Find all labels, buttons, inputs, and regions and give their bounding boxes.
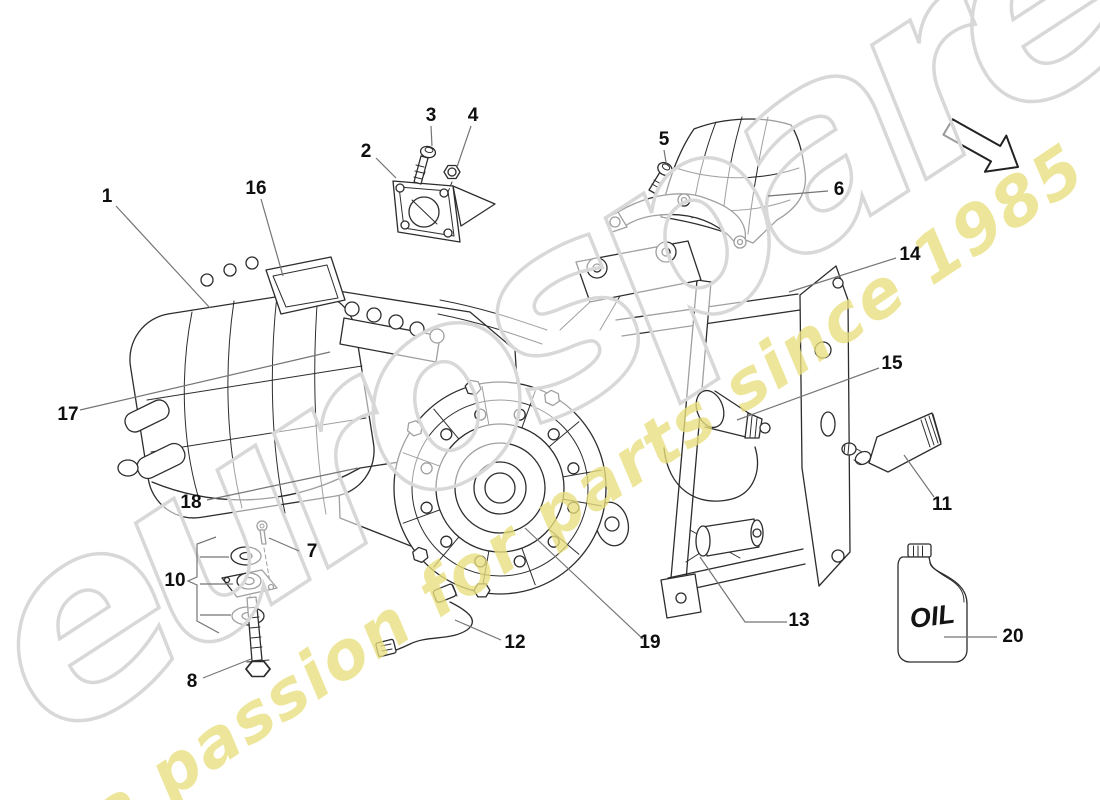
nut-4-part bbox=[443, 164, 461, 180]
leader-line-14 bbox=[788, 257, 897, 293]
leader-line-4 bbox=[456, 125, 472, 168]
heat-shield-part bbox=[605, 116, 807, 249]
leader-line-17 bbox=[79, 351, 331, 411]
oil-bottle-part: OIL bbox=[897, 543, 968, 663]
leader-line-16 bbox=[260, 198, 284, 277]
mount-parts-group bbox=[221, 520, 278, 678]
leader-line-11 bbox=[903, 454, 935, 498]
leader-line-10 bbox=[186, 536, 220, 634]
leader-line-19 bbox=[524, 527, 644, 640]
leader-line-12 bbox=[454, 619, 502, 641]
oil-bottle-label: OIL bbox=[908, 599, 956, 634]
clutch-slave-part bbox=[695, 389, 771, 439]
leader-line-15 bbox=[736, 367, 880, 421]
bolt-5-part bbox=[648, 161, 673, 195]
arrow-down-right-icon[interactable] bbox=[942, 118, 1019, 173]
mount-bracket-part bbox=[392, 171, 496, 243]
leader-line-6 bbox=[767, 190, 829, 197]
sensor-cable-part bbox=[375, 583, 473, 658]
bolt-3-part bbox=[413, 145, 437, 185]
leader-line-8 bbox=[202, 658, 252, 679]
subframe-part bbox=[559, 240, 851, 619]
leader-line-5 bbox=[663, 149, 667, 163]
leader-line-13 bbox=[699, 556, 787, 623]
leader-line-18 bbox=[206, 467, 359, 501]
next-diagram-arrow[interactable] bbox=[942, 118, 1019, 173]
sealant-tube-part bbox=[841, 412, 942, 473]
leader-line-3 bbox=[430, 125, 433, 147]
leader-line-1 bbox=[115, 205, 211, 309]
bell-housing-part bbox=[393, 379, 607, 598]
leader-line-7 bbox=[268, 537, 300, 552]
leader-line-2 bbox=[375, 157, 397, 179]
